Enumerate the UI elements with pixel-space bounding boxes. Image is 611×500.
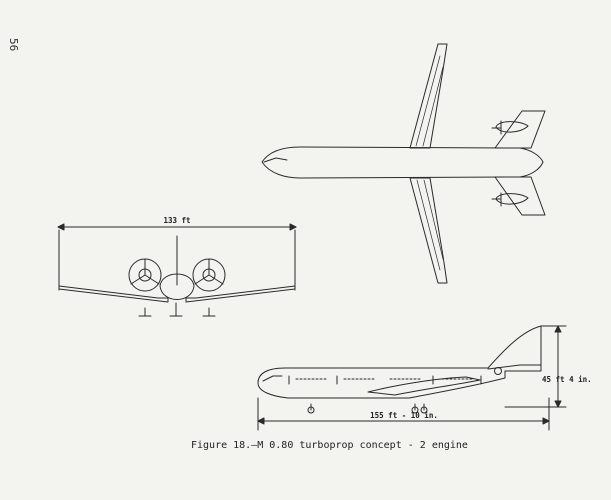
- front-landing-gear: [144, 302, 210, 317]
- side-main-wheel-front: [411, 406, 419, 414]
- side-height-label: 45 ft 4 in.: [542, 375, 592, 384]
- side-height-extension-lines: [504, 325, 567, 408]
- top-upper-tail: [494, 110, 546, 149]
- figure-caption: Figure 18.—M 0.80 turboprop concept - 2 …: [191, 440, 468, 451]
- side-length-arrowheads: [257, 417, 550, 425]
- top-upper-engine: [495, 121, 529, 133]
- side-cockpit: [262, 375, 283, 382]
- front-span-label: 133 ft: [163, 216, 190, 225]
- front-right-wing: [185, 285, 296, 303]
- front-propeller-blades: [130, 258, 224, 285]
- top-lower-tail: [494, 176, 546, 216]
- side-main-wheel-rear: [420, 406, 428, 414]
- front-view: [57, 223, 297, 317]
- side-view: [257, 325, 567, 431]
- front-left-wing: [58, 285, 169, 303]
- side-height-arrowheads: [554, 325, 562, 408]
- top-wing-panel-lines: [415, 55, 444, 271]
- top-upper-wing: [409, 43, 448, 149]
- side-doors: [288, 375, 482, 385]
- top-fuselage: [261, 146, 544, 179]
- top-lower-wing: [409, 177, 448, 284]
- top-propeller-lines: [491, 120, 502, 207]
- side-length-extension-lines: [257, 397, 550, 431]
- top-lower-engine: [495, 193, 529, 205]
- front-span-extension-lines: [58, 229, 296, 291]
- front-fuselage-section: [159, 273, 195, 300]
- side-nose-wheel: [307, 406, 315, 414]
- front-span-arrowheads: [57, 223, 297, 231]
- side-wing-line: [367, 376, 481, 396]
- side-engine-intake: [494, 367, 502, 375]
- side-fuselage: [257, 325, 542, 399]
- side-length-label: 155 ft - 10 in.: [370, 411, 438, 420]
- top-view: [261, 43, 546, 284]
- top-cockpit-lines: [263, 157, 288, 163]
- side-landing-gear: [310, 403, 425, 411]
